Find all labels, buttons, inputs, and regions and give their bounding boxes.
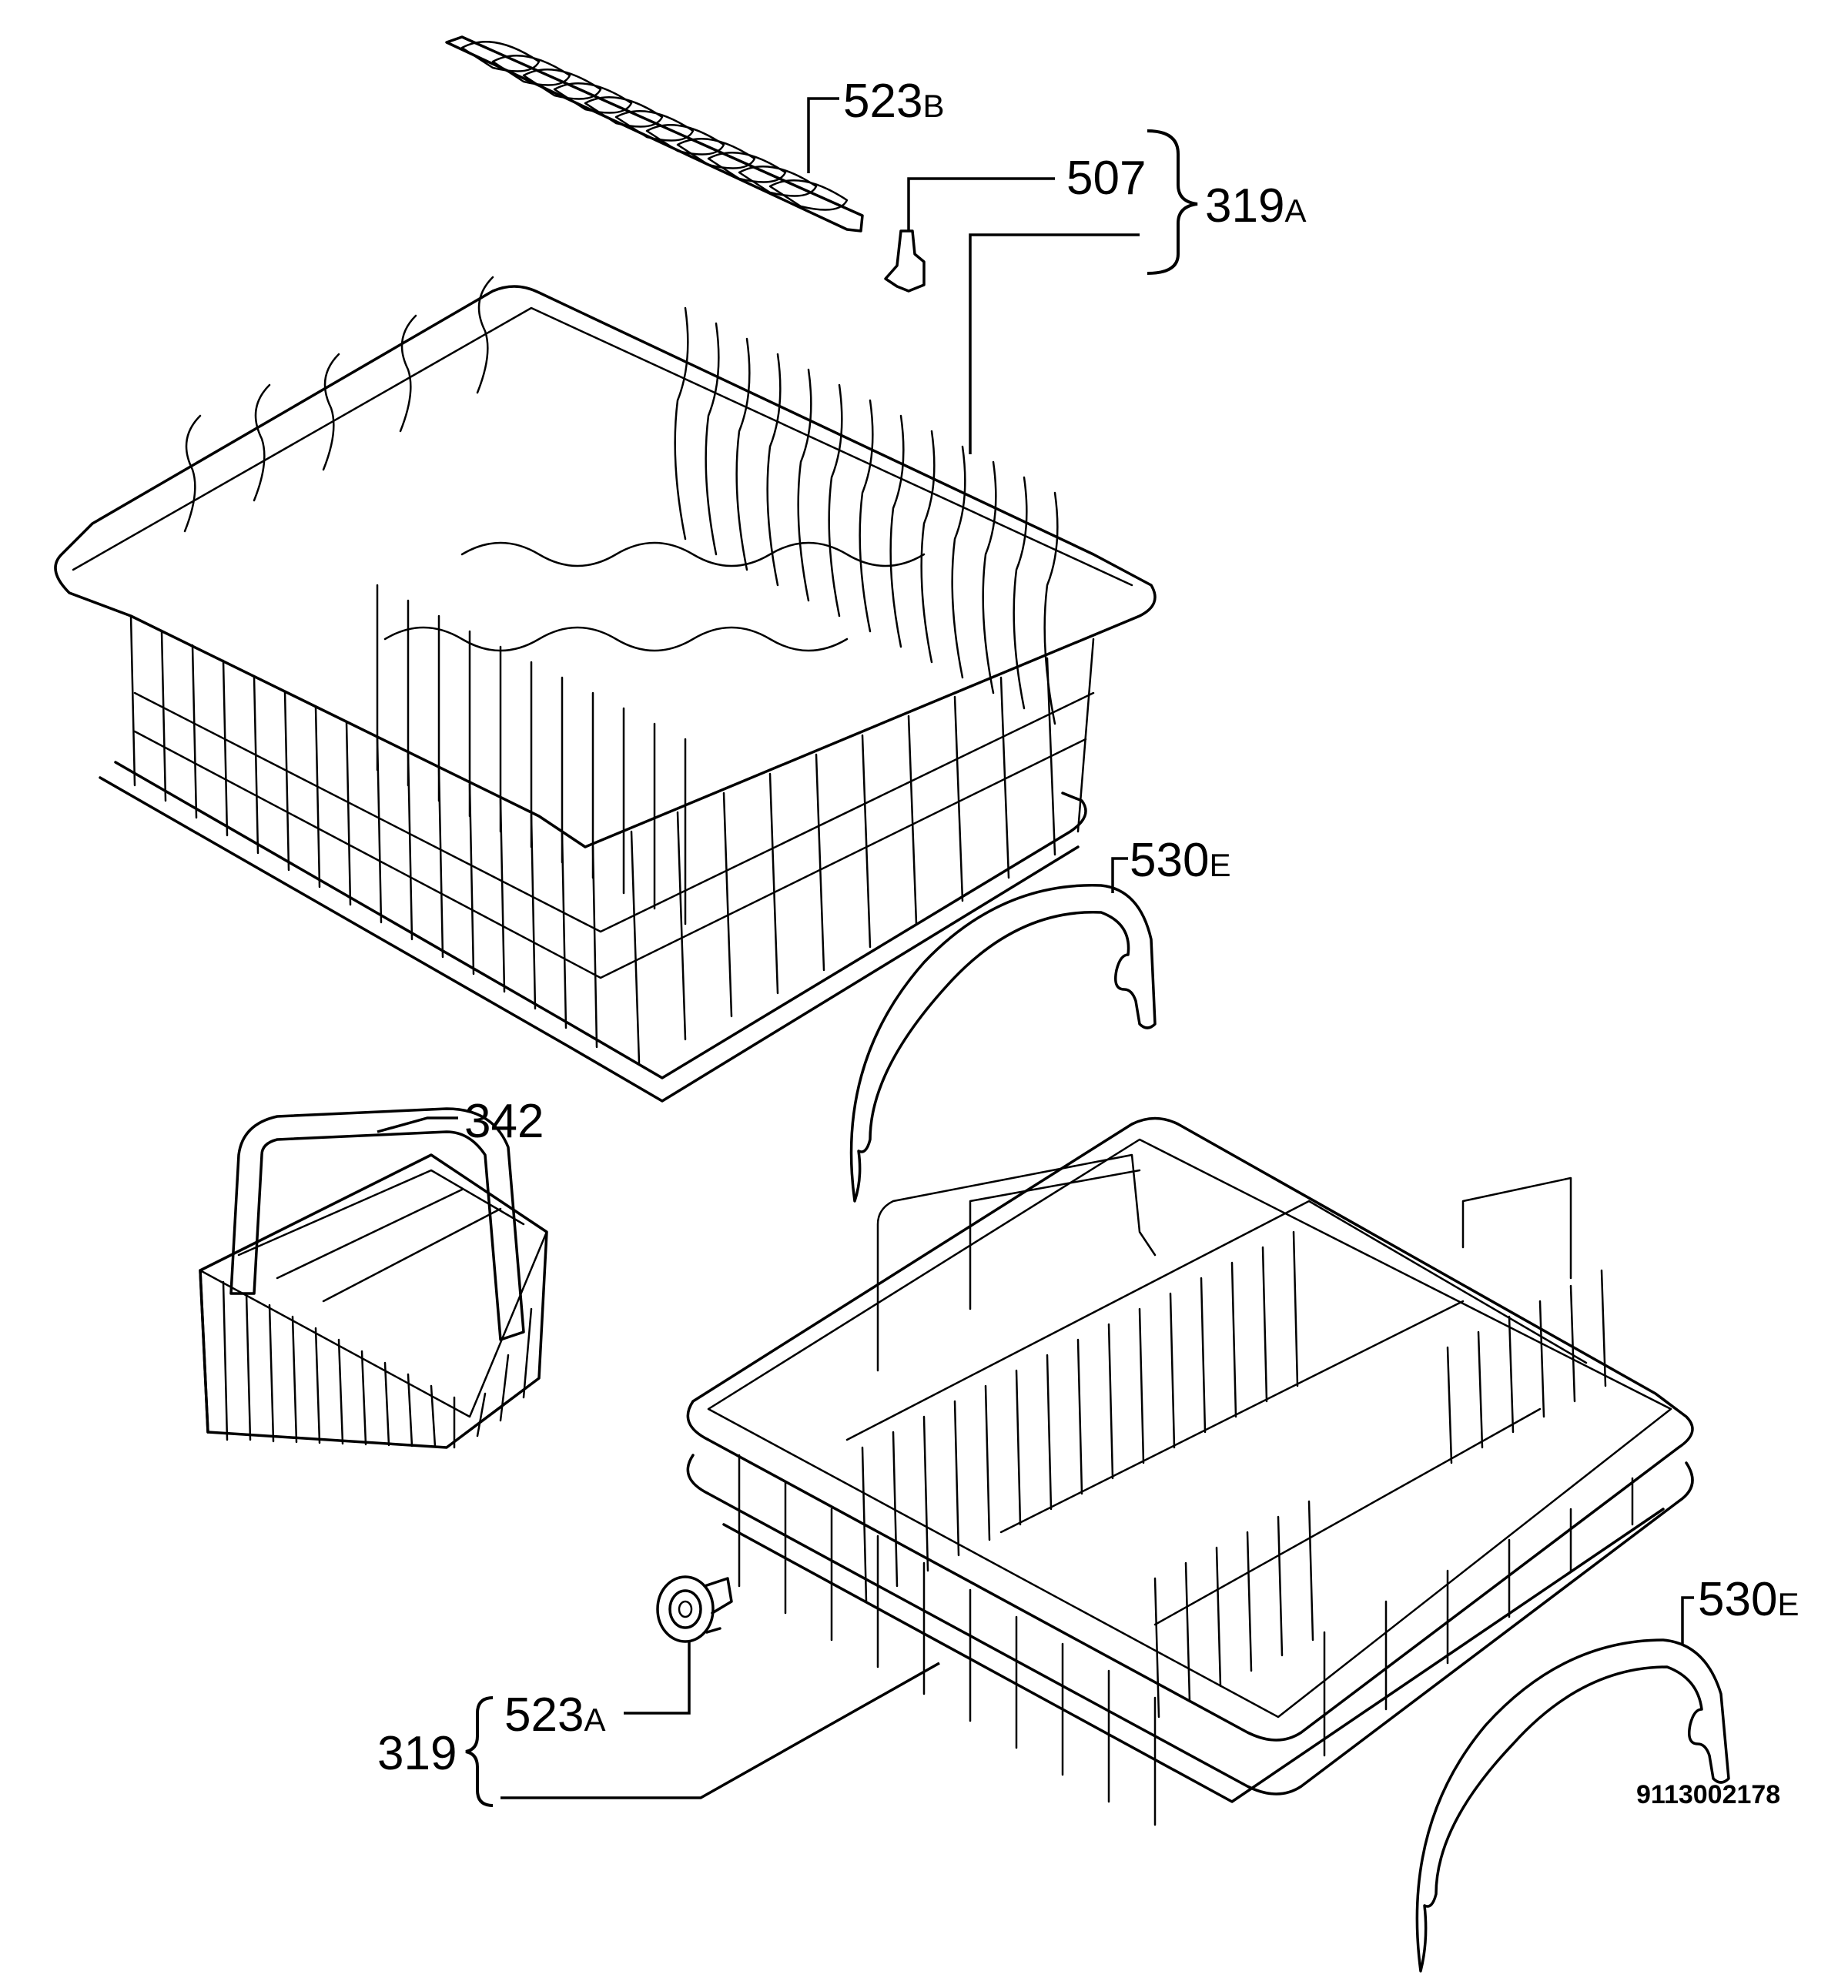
label-342: 342 xyxy=(464,1095,544,1148)
label-530e-lower: 530E xyxy=(1698,1573,1799,1626)
label-523b: 523B xyxy=(843,75,944,128)
upper-basket-part xyxy=(54,276,1157,1103)
drawing-code: 9113002178 xyxy=(1636,1780,1780,1809)
runner-rail-lower-part xyxy=(1415,1638,1730,1973)
tine-row-part xyxy=(445,35,864,233)
runner-rail-upper-part xyxy=(849,884,1157,1203)
cutlery-basket-part xyxy=(199,1107,548,1449)
label-530e-upper: 530E xyxy=(1130,834,1230,887)
label-319a: 319A xyxy=(1205,179,1306,233)
label-319: 319 xyxy=(377,1727,457,1780)
label-523a: 523A xyxy=(504,1688,605,1742)
lower-basket-part xyxy=(686,1116,1694,1826)
support-clip-part xyxy=(884,229,926,293)
wheel-part xyxy=(656,1575,733,1643)
label-507: 507 xyxy=(1066,152,1146,205)
